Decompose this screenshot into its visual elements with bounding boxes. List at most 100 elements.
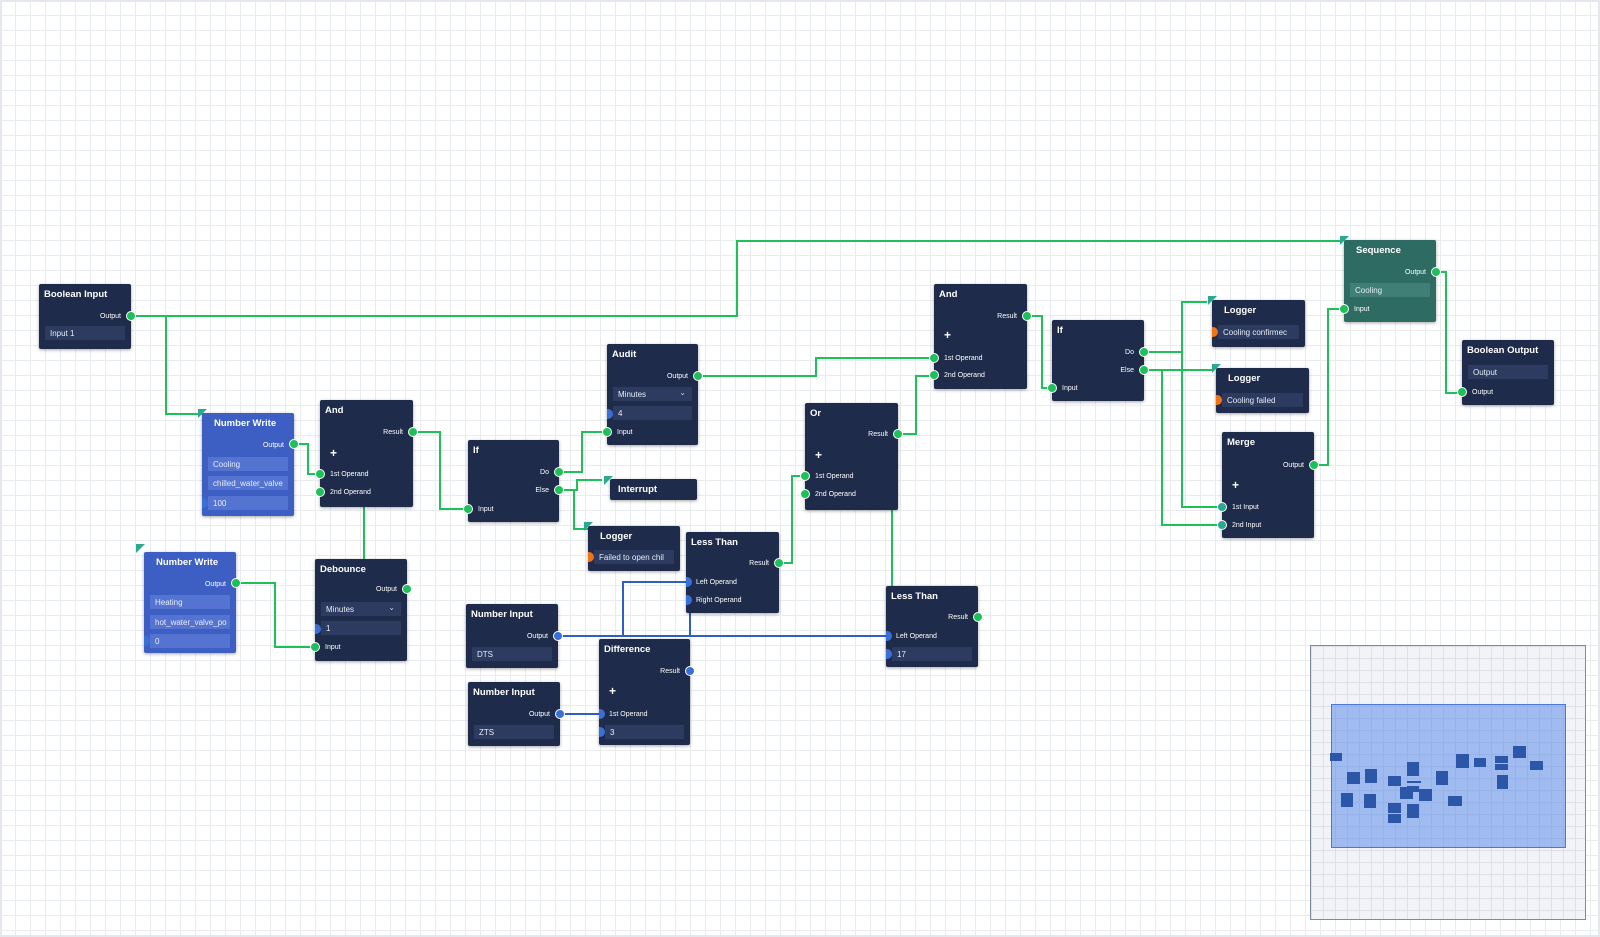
add-operand-button[interactable]: + bbox=[330, 446, 338, 460]
right-operand-port[interactable] bbox=[886, 649, 892, 659]
unit-select[interactable]: Minutes⌄ bbox=[321, 602, 401, 616]
input-port[interactable] bbox=[1047, 383, 1057, 393]
output-port[interactable] bbox=[1309, 460, 1319, 470]
result-port[interactable] bbox=[774, 558, 784, 568]
merge-node[interactable]: Merge Output + 1st Input 2nd Input bbox=[1217, 432, 1319, 538]
left-operand-port[interactable] bbox=[686, 577, 692, 587]
point-field[interactable]: chilled_water_valve bbox=[208, 476, 288, 490]
message-port[interactable] bbox=[588, 552, 594, 562]
operand-1-port[interactable] bbox=[800, 471, 810, 481]
message-field[interactable]: Failed to open chil bbox=[594, 550, 674, 564]
point-field[interactable]: ZTS bbox=[474, 725, 554, 739]
output-port[interactable] bbox=[402, 584, 412, 594]
input-port[interactable] bbox=[1339, 304, 1349, 314]
debounce-node[interactable]: Debounce Output Minutes⌄ 1 Input bbox=[310, 559, 412, 661]
difference-node[interactable]: Difference Result + 1st Operand 3 bbox=[599, 639, 695, 745]
message-port[interactable] bbox=[1216, 395, 1222, 405]
message-field[interactable]: Cooling confirmec bbox=[1218, 325, 1299, 339]
logger-failed-open-node[interactable]: Logger Failed to open chil bbox=[584, 522, 680, 571]
point-field[interactable]: hot_water_valve_po bbox=[150, 615, 230, 629]
boolean-input-node[interactable]: Boolean Input Output Input 1 bbox=[39, 284, 136, 349]
number-write-heating-node[interactable]: Number Write Output Heating hot_water_va… bbox=[136, 544, 241, 653]
add-input-button[interactable]: + bbox=[1232, 478, 1240, 492]
do-port[interactable] bbox=[554, 467, 564, 477]
else-label: Else bbox=[535, 486, 549, 494]
duration-field[interactable]: 1 bbox=[321, 621, 401, 635]
value-input-port[interactable] bbox=[202, 498, 208, 508]
input-2-port[interactable] bbox=[1217, 520, 1227, 530]
result-port[interactable] bbox=[408, 427, 418, 437]
mode-field[interactable]: Cooling bbox=[208, 457, 288, 471]
result-port[interactable] bbox=[685, 666, 695, 676]
number-input-dts-node[interactable]: Number Input Output DTS bbox=[466, 604, 563, 668]
minimap[interactable] bbox=[1310, 645, 1586, 920]
output-port[interactable] bbox=[553, 631, 563, 641]
add-operand-button[interactable]: + bbox=[944, 328, 952, 342]
if-node-1[interactable]: If Do Else Input bbox=[463, 440, 564, 522]
boolean-output-node[interactable]: Boolean Output Output Output bbox=[1457, 340, 1554, 405]
else-port[interactable] bbox=[1139, 365, 1149, 375]
output-port[interactable] bbox=[555, 709, 565, 719]
operand-1-port[interactable] bbox=[315, 469, 325, 479]
input-1-port[interactable] bbox=[1217, 502, 1227, 512]
or-node[interactable]: Or Result + 1st Operand 2nd Operand bbox=[800, 403, 903, 510]
add-operand-button[interactable]: + bbox=[815, 448, 823, 462]
operand-2-port[interactable] bbox=[599, 727, 605, 737]
output-port[interactable] bbox=[289, 439, 299, 449]
result-port[interactable] bbox=[1022, 311, 1032, 321]
less-than-node-1[interactable]: Less Than Result Left Operand Right Oper… bbox=[686, 532, 784, 613]
operand-2-field[interactable]: 3 bbox=[605, 725, 684, 739]
audit-node[interactable]: Audit Output Minutes⌄ 4 Input bbox=[602, 344, 703, 445]
output-port[interactable] bbox=[231, 578, 241, 588]
wire-if2-do-to-merge bbox=[1144, 351, 1222, 508]
node-title: Audit bbox=[612, 349, 637, 360]
output-port[interactable] bbox=[693, 371, 703, 381]
point-field[interactable]: DTS bbox=[472, 647, 552, 661]
right-operand-port[interactable] bbox=[686, 595, 692, 605]
input-port[interactable] bbox=[463, 504, 473, 514]
output-port[interactable] bbox=[1431, 267, 1441, 277]
input-port[interactable] bbox=[1457, 387, 1467, 397]
number-input-zts-node[interactable]: Number Input Output ZTS bbox=[468, 682, 565, 746]
logger-cooling-failed-node[interactable]: Logger Cooling failed bbox=[1212, 364, 1309, 413]
chevron-down-icon: ⌄ bbox=[679, 388, 686, 397]
if-node-2[interactable]: If Do Else Input bbox=[1047, 320, 1149, 401]
value-field[interactable]: 100 bbox=[208, 496, 288, 510]
input-port[interactable] bbox=[602, 427, 612, 437]
unit-select[interactable]: Minutes⌄ bbox=[613, 387, 692, 401]
logger-confirmed-node[interactable]: Logger Cooling confirmec bbox=[1208, 296, 1305, 347]
left-operand-port[interactable] bbox=[886, 631, 892, 641]
less-than-node-2[interactable]: Less Than Result Left Operand 17 bbox=[886, 586, 983, 667]
operand-2-port[interactable] bbox=[929, 370, 939, 380]
mode-field[interactable]: Heating bbox=[150, 595, 230, 609]
interrupt-node[interactable]: Interrupt bbox=[604, 476, 697, 500]
value-input-port[interactable] bbox=[144, 636, 150, 646]
message-port[interactable] bbox=[1212, 327, 1218, 337]
duration-port[interactable] bbox=[607, 409, 613, 419]
value-field[interactable]: 0 bbox=[150, 634, 230, 648]
sequence-node[interactable]: Sequence Output Cooling Input bbox=[1339, 236, 1441, 322]
result-port[interactable] bbox=[973, 612, 983, 622]
and-node-1[interactable]: And Result + 1st Operand 2nd Operand bbox=[315, 400, 418, 507]
input-port[interactable] bbox=[310, 642, 320, 652]
name-field[interactable]: Cooling bbox=[1350, 283, 1430, 297]
output-port[interactable] bbox=[126, 311, 136, 321]
number-write-cooling-node[interactable]: Number Write Output Cooling chilled_wate… bbox=[198, 409, 299, 516]
add-operand-button[interactable]: + bbox=[609, 684, 617, 698]
result-port[interactable] bbox=[893, 429, 903, 439]
output-name-field[interactable]: Output bbox=[1468, 365, 1548, 379]
operand-2-port[interactable] bbox=[315, 487, 325, 497]
input-name-field[interactable]: Input 1 bbox=[45, 326, 125, 340]
minimap-node bbox=[1341, 793, 1353, 807]
duration-port[interactable] bbox=[315, 624, 321, 634]
do-port[interactable] bbox=[1139, 347, 1149, 357]
operand-2-port[interactable] bbox=[800, 489, 810, 499]
operand-1-port[interactable] bbox=[599, 709, 605, 719]
right-operand-field[interactable]: 17 bbox=[892, 647, 972, 661]
and-node-2[interactable]: And Result + 1st Operand 2nd Operand bbox=[929, 284, 1032, 389]
message-field[interactable]: Cooling failed bbox=[1222, 393, 1303, 407]
operand-1-port[interactable] bbox=[929, 353, 939, 363]
duration-field[interactable]: 4 bbox=[613, 406, 692, 420]
else-port[interactable] bbox=[554, 485, 564, 495]
